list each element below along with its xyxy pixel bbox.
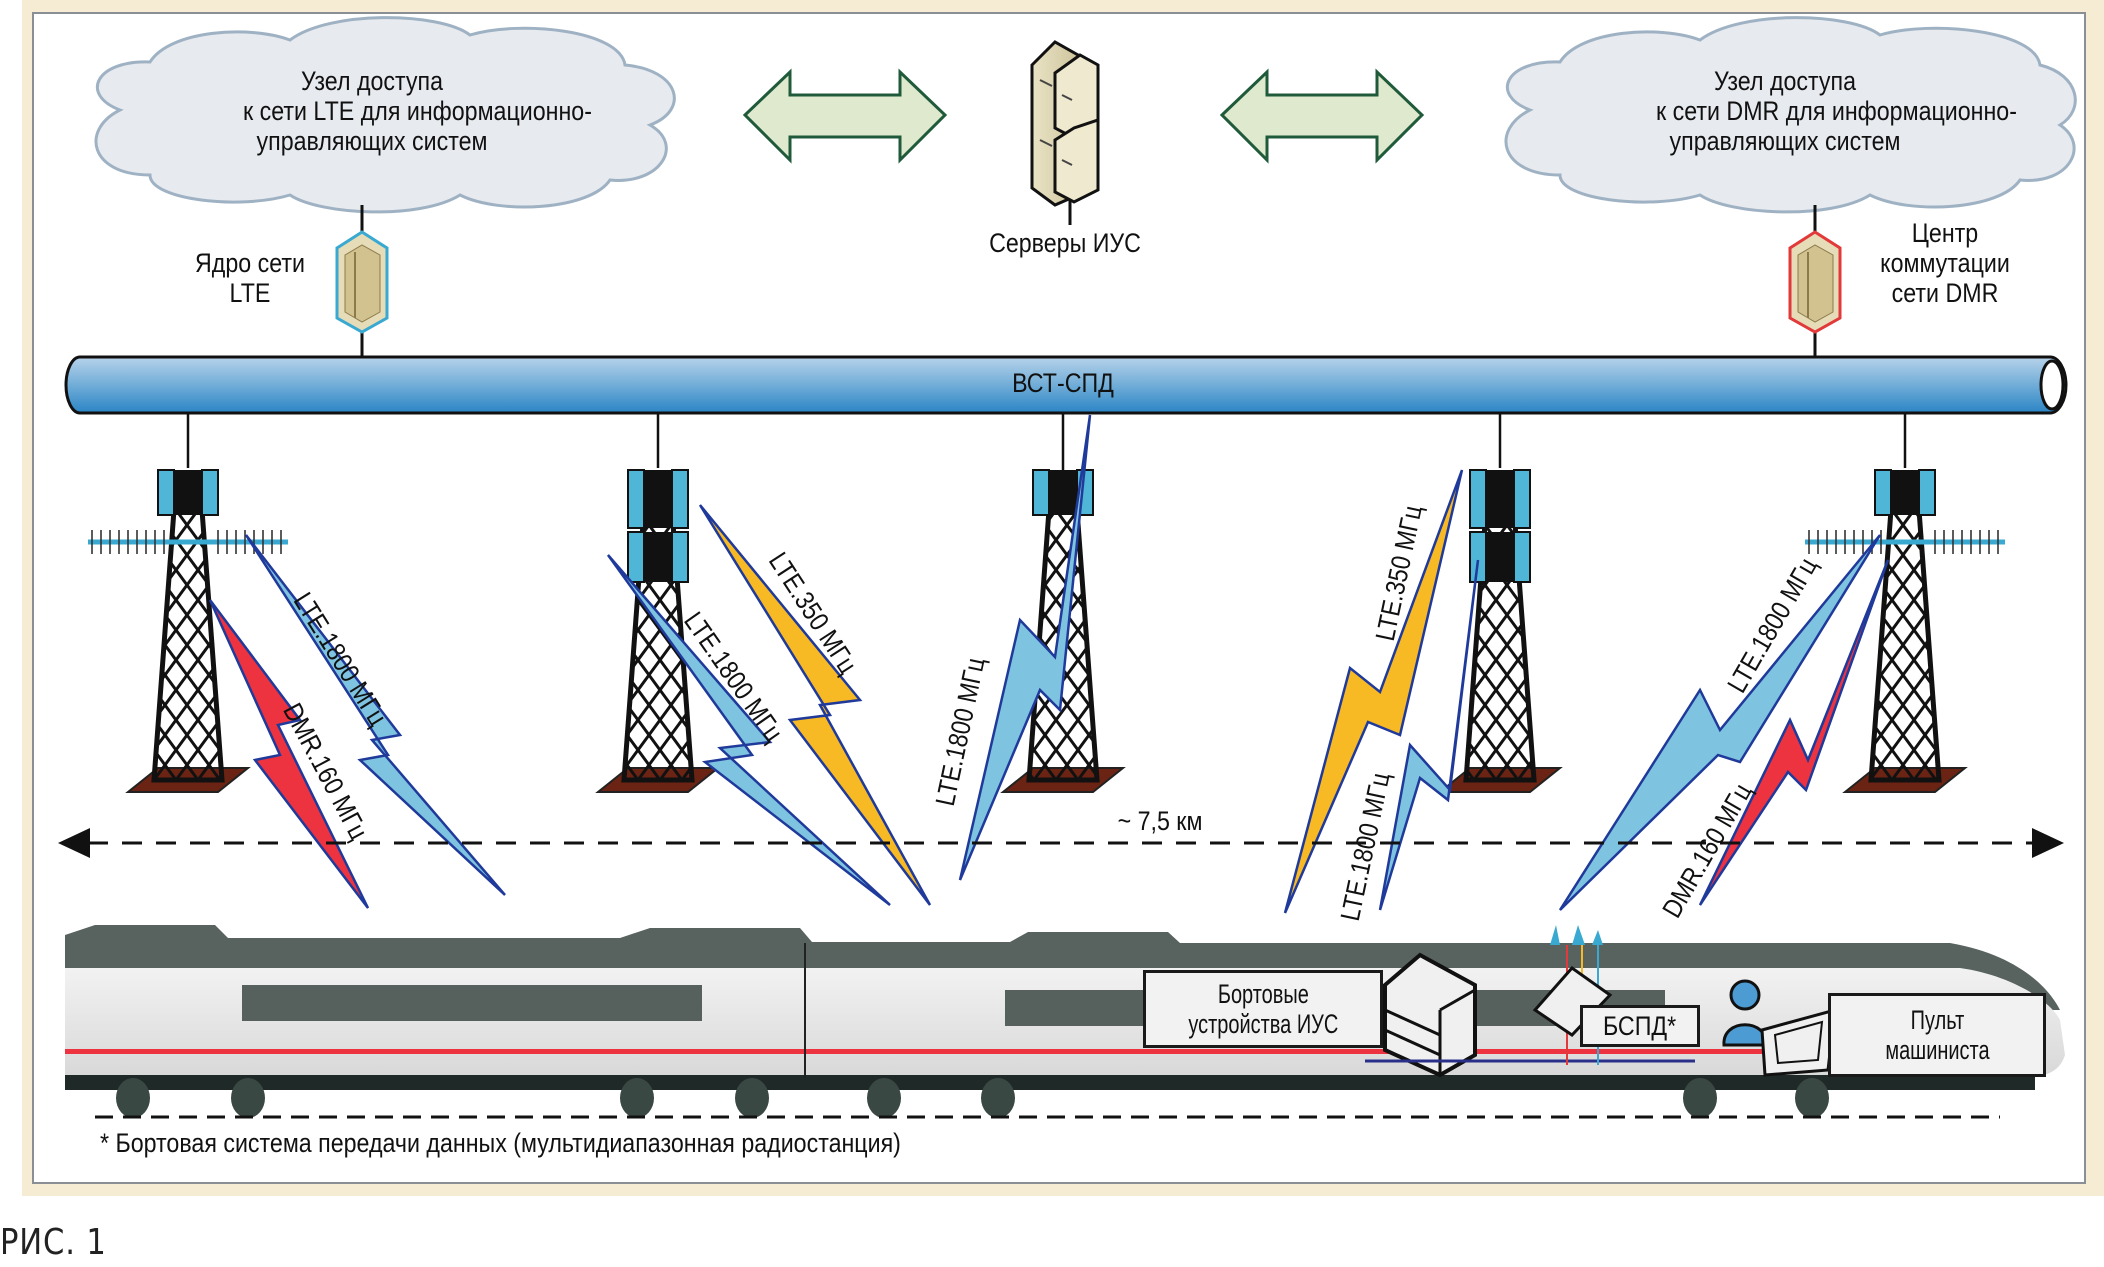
- label-line: сети DMR: [1891, 278, 1999, 309]
- servers-icon: [1030, 40, 1100, 225]
- lte-cloud-label: Узел доступа к сети LTE для информационн…: [243, 66, 592, 157]
- lte-link-bolt: [1283, 469, 1464, 914]
- train-wheels: [116, 1078, 1829, 1118]
- train: [65, 925, 2065, 1119]
- arrow-shape: [1219, 68, 1425, 164]
- antenna-icons: [1550, 925, 1603, 945]
- footnote: * Бортовая система передачи данных (муль…: [100, 1128, 901, 1158]
- lte-link-bolt: [244, 534, 506, 896]
- lte-link-bolt: [1558, 534, 1882, 911]
- distance-arrow: [58, 828, 2064, 858]
- label-line: LTE: [229, 278, 271, 309]
- cloud-line: Узел доступа: [300, 66, 444, 96]
- distance-label: ~ 7,5 км: [1099, 806, 1221, 837]
- pipe-end: [2039, 359, 2065, 411]
- dmr-switch-icon: [1788, 230, 1842, 334]
- backbone-pipe: [64, 355, 2068, 415]
- bspd-label: БСПД*: [1580, 1005, 1700, 1047]
- label-line: Ядро сети: [195, 248, 305, 278]
- tower-icon: [595, 469, 721, 793]
- arrow-left-head: [58, 828, 90, 858]
- tower-icon: [1437, 469, 1563, 793]
- backbone-label: ВСТ-СПД: [1012, 368, 1114, 398]
- dmr-cloud-label: Узел доступа к сети DMR для информационн…: [1656, 66, 2017, 157]
- train-underframe: [65, 1075, 2035, 1090]
- dmr-switch-label: Центр коммутации сети DMR: [1868, 218, 2023, 309]
- tower-icon: [88, 469, 288, 793]
- cloud-shape: [94, 16, 676, 214]
- lte-core-icon: [335, 230, 389, 334]
- lte-link-bolt: [606, 554, 891, 906]
- figure-caption: РИС. 1: [0, 1222, 107, 1263]
- servers-label: Серверы ИУС: [989, 228, 1141, 258]
- double-arrow-right: [1219, 68, 1425, 164]
- tower-icon: [1805, 469, 2005, 793]
- label-line: устройства ИУС: [1188, 1009, 1338, 1039]
- arrow-shape: [742, 68, 948, 164]
- double-arrow-left: [742, 68, 948, 164]
- dmr-access-cloud: [1504, 16, 2077, 214]
- driver-icon: [1722, 979, 1768, 1047]
- train-stripe: [65, 1049, 2025, 1054]
- train-window: [242, 985, 702, 1021]
- label-line: коммутации: [1880, 248, 2010, 279]
- onboard-devices-icon: [1365, 952, 1695, 1078]
- label-line: БСПД*: [1603, 1010, 1677, 1041]
- cloud-line: к сети LTE для информационно-: [243, 96, 592, 127]
- lte-access-cloud: [94, 16, 676, 214]
- arrow-right-head: [2032, 828, 2064, 858]
- label-line: Пульт: [1910, 1004, 1964, 1035]
- label-line: машиниста: [1884, 1035, 1990, 1065]
- label-line: Центр: [1911, 218, 1979, 248]
- dmr-link-bolt: [208, 599, 370, 909]
- dmr-link-bolt: [1698, 559, 1890, 906]
- lte-link-bolt: [958, 414, 1092, 881]
- radio-links: [208, 414, 1890, 914]
- cloud-line: управляющих систем: [256, 126, 488, 157]
- cloud-line: управляющих систем: [1669, 126, 1901, 157]
- lte-link-bolt: [1378, 559, 1480, 911]
- lte-core-label: Ядро сети LTE: [190, 248, 310, 308]
- lte-link-bolt: [698, 504, 932, 906]
- label-line: Бортовые: [1217, 978, 1309, 1009]
- cloud-shape: [1504, 16, 2077, 214]
- tower-links: [186, 413, 1907, 475]
- cloud-line: Узел доступа: [1713, 66, 1857, 96]
- cloud-line: к сети DMR для информационно-: [1656, 96, 2017, 127]
